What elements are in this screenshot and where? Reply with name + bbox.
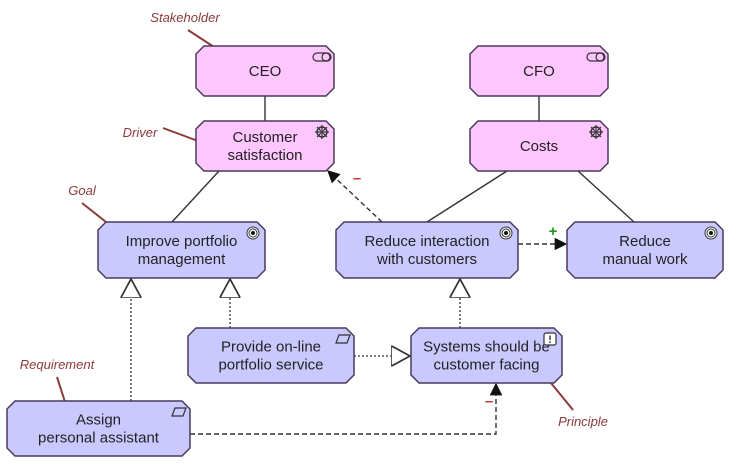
- edges-layer: [131, 96, 635, 435]
- goal-icon: [704, 226, 718, 240]
- annotation-requirement: Requirement: [20, 357, 96, 403]
- driver-shape: [195, 120, 335, 172]
- annotation-label: Principle: [558, 414, 608, 429]
- edge-association[interactable]: [426, 170, 508, 223]
- influence-minus-sign: –: [353, 170, 361, 187]
- annotation-principle: Principle: [550, 382, 608, 429]
- node-label: with customers: [376, 251, 477, 268]
- node-costs[interactable]: Costs: [469, 120, 609, 172]
- node-ceo[interactable]: CEO: [195, 45, 335, 97]
- node-label: satisfaction: [227, 147, 302, 164]
- node-label: Reduce interaction: [364, 233, 489, 250]
- annotation-pointer: [56, 376, 66, 403]
- annotation-pointer: [162, 127, 199, 142]
- node-label: Systems should be: [423, 339, 550, 356]
- signs-layer: – + –: [353, 170, 558, 410]
- node-label: Improve portfolio: [126, 233, 238, 250]
- driver-icon: [315, 125, 329, 139]
- annotation-goal: Goal: [68, 183, 107, 223]
- annotation-driver: Driver: [123, 125, 199, 142]
- node-label: manual work: [602, 251, 688, 268]
- goal-icon: [246, 226, 260, 240]
- node-label: CEO: [249, 63, 282, 80]
- driver-shape: [469, 120, 609, 172]
- annotation-label: Stakeholder: [150, 10, 220, 25]
- node-label: personal assistant: [38, 430, 160, 447]
- annotation-pointer: [187, 29, 215, 48]
- principle-shape: [410, 327, 563, 384]
- node-label: Provide on-line: [221, 339, 321, 356]
- requirement-icon: [171, 407, 187, 417]
- node-label: Costs: [520, 138, 558, 155]
- edge-association[interactable]: [171, 170, 220, 223]
- annotation-label: Driver: [123, 125, 158, 140]
- influence-minus-sign: –: [485, 393, 493, 410]
- goal-shape: [97, 221, 266, 279]
- driver-icon: [589, 125, 603, 139]
- node-cfo[interactable]: CFO: [469, 45, 609, 97]
- node-label: Assign: [76, 412, 121, 429]
- goal-shape: [566, 221, 724, 279]
- goal-shape: [335, 221, 519, 279]
- stakeholder-icon: [586, 52, 606, 62]
- edge-influence[interactable]: [327, 170, 383, 223]
- node-label: customer facing: [434, 357, 540, 374]
- requirement-icon: [335, 334, 351, 344]
- goal-icon: [499, 226, 513, 240]
- edge-association[interactable]: [577, 170, 635, 223]
- stakeholder-shape: [469, 45, 609, 97]
- requirement-shape: [6, 400, 191, 457]
- stakeholder-shape: [195, 45, 335, 97]
- node-label: portfolio service: [218, 357, 323, 374]
- influence-plus-sign: +: [549, 223, 558, 240]
- stakeholder-icon: [312, 52, 332, 62]
- node-label: management: [138, 251, 226, 268]
- node-label: Reduce: [619, 233, 671, 250]
- annotation-label: Goal: [68, 183, 97, 198]
- node-label: CFO: [523, 63, 555, 80]
- principle-icon: [543, 332, 557, 346]
- requirement-shape: [187, 327, 355, 384]
- edge-influence[interactable]: [190, 382, 503, 435]
- annotation-label: Requirement: [20, 357, 96, 372]
- node-label: Customer: [232, 129, 297, 146]
- annotation-stakeholder: Stakeholder: [150, 10, 220, 48]
- annotation-pointer: [550, 382, 574, 411]
- annotations-layer: StakeholderDriverGoalRequirementPrincipl…: [20, 10, 608, 429]
- annotation-pointer: [81, 202, 107, 223]
